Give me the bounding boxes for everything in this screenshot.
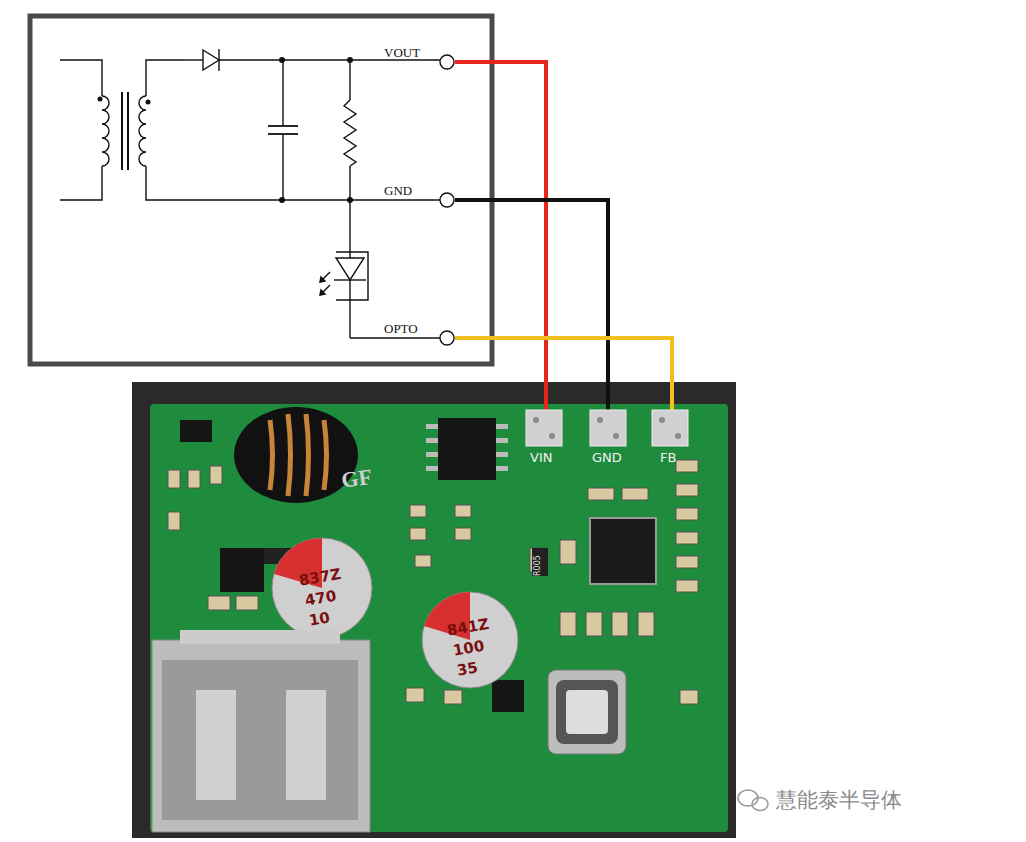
part-marking: GF [340,466,373,492]
pin-name: OPTO [384,322,418,335]
flyback-schematic [60,49,440,338]
sense-resistor [532,548,548,576]
pad-name: GND [592,451,622,464]
wechat-icon [738,790,768,811]
part-marking: R005 [534,555,542,576]
inductor [234,407,358,503]
pcb-board [150,404,728,832]
part-marking: 35 [456,660,479,678]
usb-c-connector [548,670,626,754]
pad-name: FB [660,451,676,464]
schematic-frame [30,16,492,364]
dots [98,57,354,203]
pin-name: GND [384,184,412,197]
pin-name: VOUT [384,46,420,59]
terminals [440,55,454,345]
photo-ground [132,382,736,838]
watermark: 慧能泰半导体 [776,790,902,811]
part-marking: 10 [308,610,331,628]
pads [526,410,688,446]
wires [455,62,672,414]
usb-a-connector [152,630,370,832]
pad-name: VIN [530,451,552,464]
